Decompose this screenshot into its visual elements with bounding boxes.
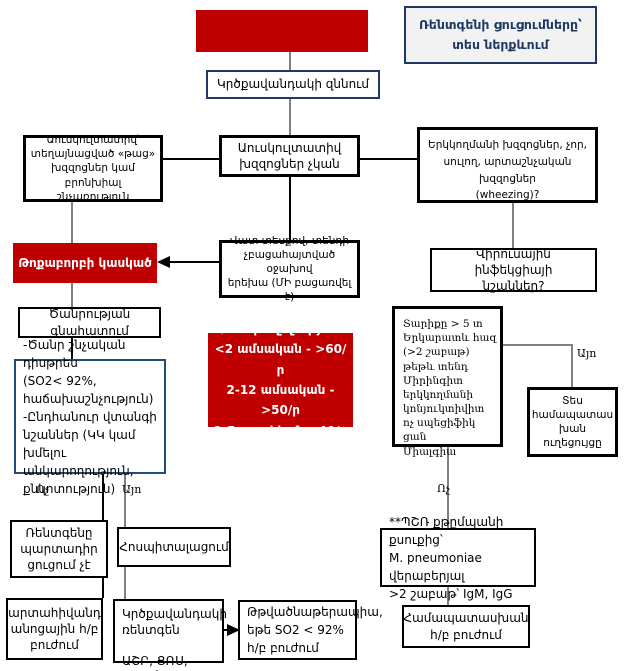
arrowhead-to-suspect	[157, 256, 170, 268]
connector-ausc-none-to-bilateral	[360, 158, 417, 160]
node-start-red	[196, 10, 368, 52]
node-ill-appearing-child: Վատ տեսքով, տենդի չբացահայտված օջախով եր…	[219, 235, 360, 303]
node-severity-criteria: -Ծանր շնչական դիսթրես (SO2< 92%, հաճախաշ…	[14, 338, 166, 496]
connector-ausc-none-to-ausc-local	[163, 158, 219, 160]
connector-chest-exam-to-ausc-none	[289, 99, 291, 136]
node-oxygen-therapy: Թթվածնաթերապիա, եթե SO2 < 92% հ/բ բուժու…	[238, 600, 383, 660]
node-chest-examination: Կրծքավանդակի զննում	[206, 70, 380, 99]
connector-bilateral-to-viral	[512, 203, 514, 248]
connector-criteria-to-hospitalization	[124, 474, 126, 527]
connector-ausc-local-to-suspect	[71, 202, 73, 243]
connector-ill-child-to-suspect	[169, 261, 219, 263]
node-bilateral-wheezing-question: Երկկողմանի խզզոցներ, չոր, սուլող, արտաշն…	[417, 127, 598, 203]
node-legend-xray-indications: Ռենտգենի ցուցումները՝ տես ներքևում	[404, 6, 597, 64]
connector-mycoplasma-to-pcr	[447, 447, 449, 528]
connector-severity-to-criteria	[71, 338, 73, 359]
connector-no-xray-to-outpatient	[102, 578, 104, 598]
node-pcr-mycoplasma-serology: **ՊՇՌ քթըմպանի քսուքից՝ M. pneumoniae վե…	[380, 515, 536, 601]
node-appropriate-antibiotic-treatment: Համապատասխան հ/բ բուժում	[402, 605, 530, 648]
node-auscultation-no-crackles: Աուսկուլտատիվ խզզոցներ չկան	[219, 135, 360, 177]
connector-mycoplasma-to-guideline-v	[571, 344, 573, 387]
connector-mycoplasma-to-guideline-h	[503, 344, 573, 346]
edge-label-yes-right: Այո	[577, 347, 597, 360]
node-viral-infection-signs-question: Վիրուսային ինֆեկցիայի նշաններ?	[430, 247, 597, 293]
arrowhead-to-oxygen	[227, 624, 240, 636]
node-xray-not-mandatory: Ռենտգենը պարտադիր ցուցում չէ	[10, 520, 108, 578]
node-tachypnea-thresholds: Հաճախաշնչություն՝ <2 ամսական - >60/ր 2-1…	[208, 322, 353, 438]
node-mycoplasma-features: Տարիքը > 5 տ Երկարատև հազ (>2 շաբաթ) թեթ…	[392, 306, 503, 458]
edge-label-no-left: Ոչ	[36, 483, 49, 496]
node-see-relevant-guideline: Տես համապատաս խան ուղեցույցը	[527, 387, 618, 457]
node-auscultation-localized-crackles: Աուսկուլտատիվ՝ տեղայնացված «թաց» խզզոցնե…	[23, 134, 163, 203]
connector-start-to-chest-exam	[289, 52, 291, 71]
node-severity-assessment: Ծանրության գնահատում	[18, 307, 161, 338]
connector-ausc-none-to-ill-child	[289, 177, 291, 240]
node-pneumonia-suspicion: Թոքաբորբի կասկած	[13, 243, 157, 283]
connector-pcr-to-appropriate-ab	[447, 587, 449, 605]
node-chest-xray-labs: Կրծքավանդակի ռենտգեն ԱՇԲ, ՑՌՍ, արյան	[113, 599, 227, 671]
edge-label-yes-left: Այո	[122, 483, 142, 496]
node-hospitalization: Հոսպիտալացում	[117, 527, 231, 567]
connector-criteria-to-no-xray	[102, 474, 104, 520]
node-outpatient-antibiotic-treatment: արտահիվանդ անոցային հ/բ բուժում	[6, 598, 103, 660]
connector-hospitalization-to-chest-xray	[124, 567, 126, 599]
edge-label-no-right: Ոչ	[437, 482, 450, 495]
connector-suspect-to-severity	[71, 283, 73, 307]
